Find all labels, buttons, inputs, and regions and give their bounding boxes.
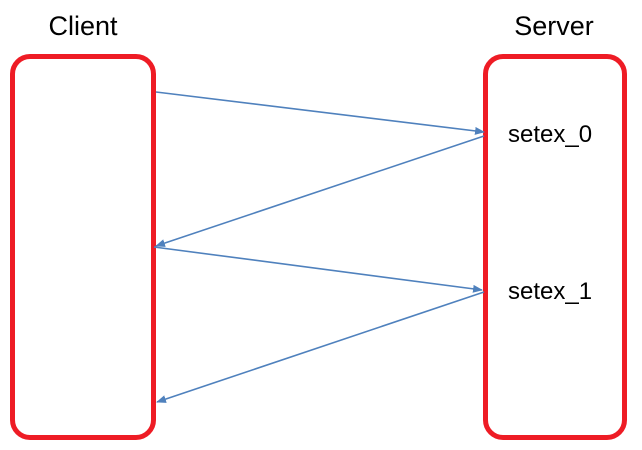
server-lifeline-box: [483, 54, 627, 440]
client-lifeline-box: [10, 54, 156, 440]
server-state-label-setex-1: setex_1: [508, 278, 593, 305]
message-arrow-server-to-client-1: [155, 135, 485, 247]
server-state-label-setex-0: setex_0: [508, 121, 593, 148]
message-arrow-server-to-client-2: [156, 291, 485, 403]
message-arrow-client-to-server-2: [153, 246, 483, 293]
client-title: Client: [48, 11, 118, 41]
server-title: Server: [514, 11, 594, 41]
message-arrow-client-to-server-1: [155, 91, 485, 135]
